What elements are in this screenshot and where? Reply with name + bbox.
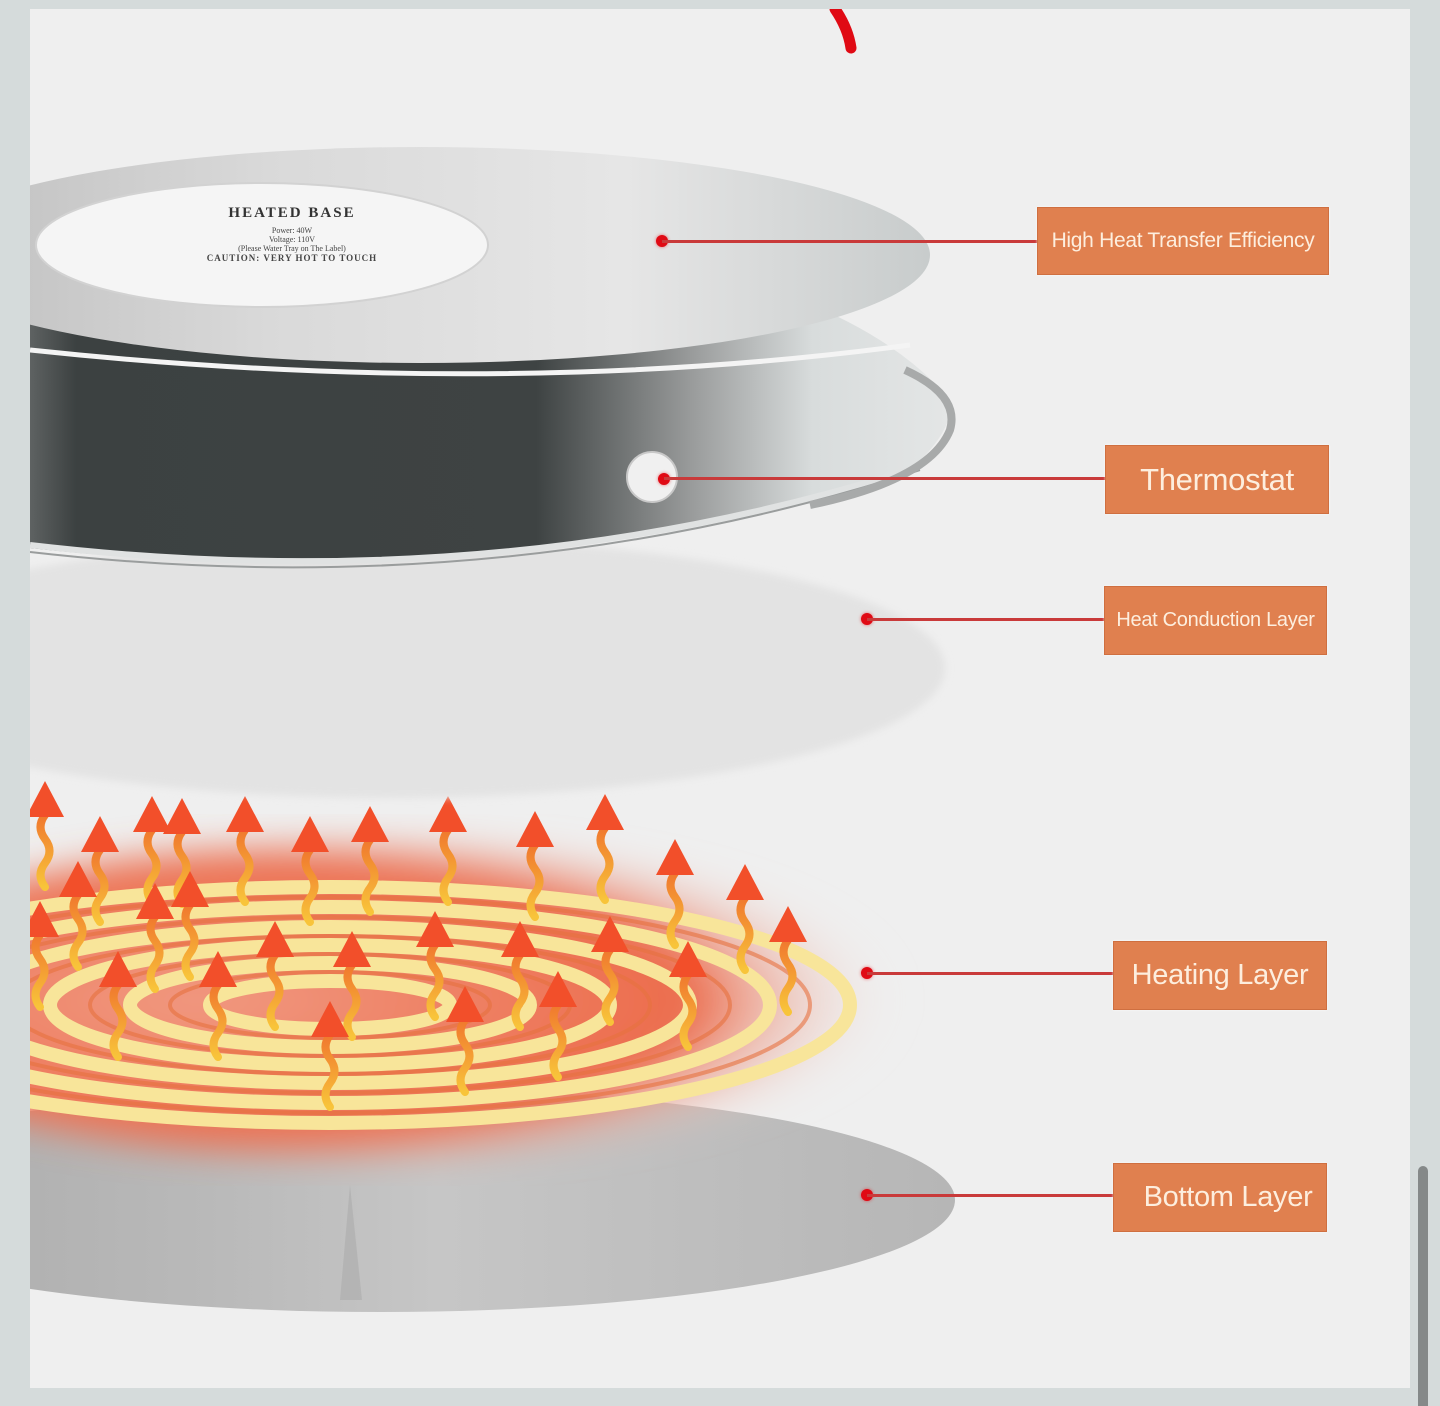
callout-heating-layer: Heating Layer: [1113, 941, 1327, 1010]
callout-label: Bottom Layer: [1143, 1181, 1313, 1213]
pan-label: HEATED BASE Power: 40W Voltage: 110V (Pl…: [92, 205, 492, 263]
callout-line-heat-conduction-layer: [867, 618, 1105, 621]
callout-line-thermostat: [664, 477, 1106, 480]
callout-label: Thermostat: [1140, 461, 1294, 497]
callout-label: Heat Conduction Layer: [1116, 609, 1315, 631]
pan-label-line: (Please Water Tray on The Label): [238, 244, 346, 253]
callout-label: Heating Layer: [1131, 959, 1309, 991]
callout-line-heating-layer: [867, 972, 1114, 975]
layer-illustration: [30, 9, 956, 1312]
callout-line-bottom-layer: [867, 1194, 1114, 1197]
callout-high-heat-transfer-efficiency: High Heat Transfer Efficiency: [1037, 207, 1329, 275]
callout-thermostat: Thermostat: [1105, 445, 1329, 514]
callout-bottom-layer: Bottom Layer: [1113, 1163, 1327, 1232]
pan-label-title: HEATED BASE: [228, 205, 356, 221]
pan-label-line: CAUTION: VERY HOT TO TOUCH: [206, 253, 378, 263]
scrollbar-thumb[interactable]: [1418, 1166, 1428, 1406]
pan-label-line: Voltage: 110V: [269, 235, 315, 244]
pan-label-line: Power: 40W: [271, 226, 313, 235]
callout-line-high-heat-transfer-efficiency: [662, 240, 1038, 243]
callout-label: High Heat Transfer Efficiency: [1051, 229, 1315, 252]
callout-heat-conduction-layer: Heat Conduction Layer: [1104, 586, 1327, 655]
